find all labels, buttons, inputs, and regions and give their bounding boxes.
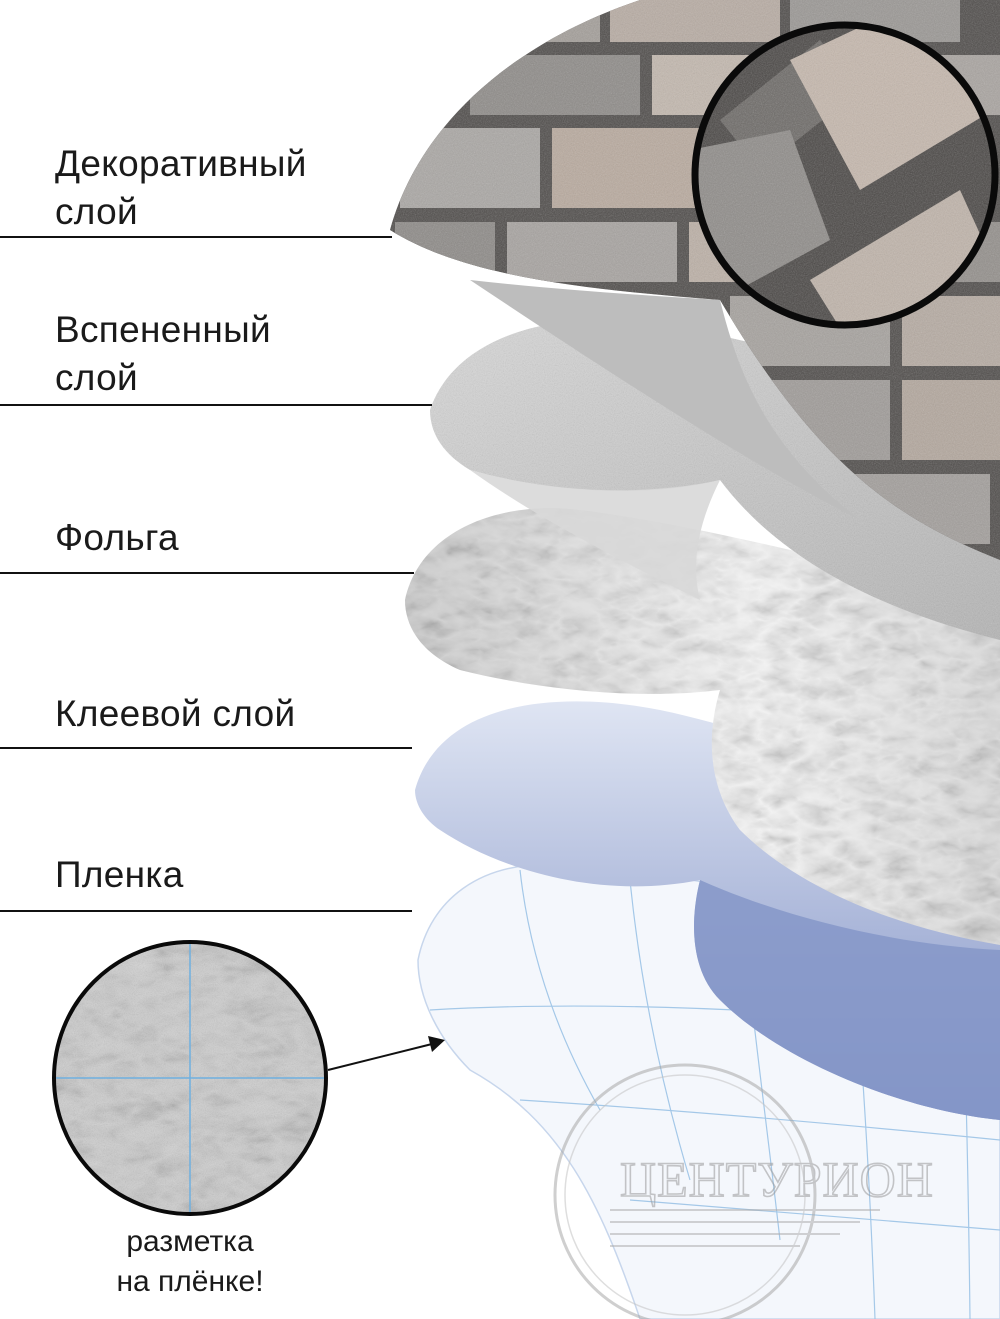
divider-foam bbox=[0, 404, 432, 406]
label-foil-layer: Фольга bbox=[55, 517, 179, 558]
label-adhesive-layer: Клеевой слой bbox=[55, 693, 296, 734]
pointer-arrow bbox=[327, 1036, 445, 1071]
label-decorative-layer: Декоративный слой bbox=[55, 143, 307, 232]
label-foam-layer: Вспененный слой bbox=[55, 309, 271, 398]
divider-adhesive bbox=[0, 747, 412, 749]
watermark-text: ЦЕНТУРИОН bbox=[620, 1151, 934, 1207]
divider-foil bbox=[0, 572, 414, 574]
divider-decorative bbox=[0, 236, 392, 238]
inset-caption: разметка на плёнке! bbox=[116, 1225, 264, 1298]
film-marking-inset bbox=[52, 940, 328, 1216]
foil-layer bbox=[405, 508, 1000, 945]
watermark: ЦЕНТУРИОН bbox=[553, 1063, 934, 1319]
divider-film bbox=[0, 910, 412, 912]
label-film-layer: Пленка bbox=[55, 854, 184, 895]
